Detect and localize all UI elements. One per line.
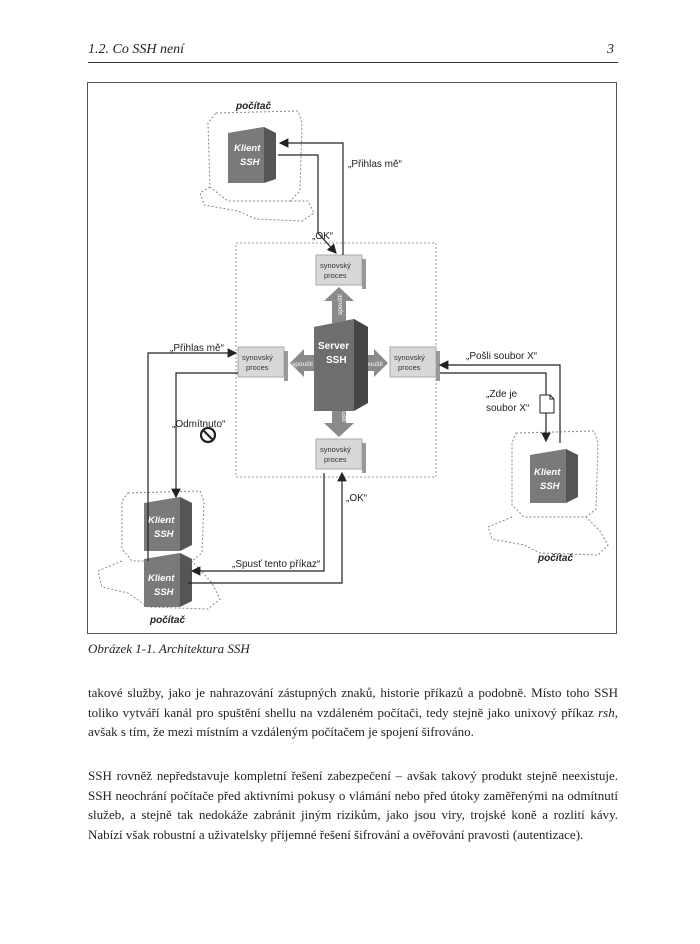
here-is-file-label: soubor X“ [486,403,529,414]
ok-label-top: „OK“ [312,231,333,242]
child-process-left: synovský proces [237,346,288,381]
flow-bottom: „OK“ „Spusť tento příkaz“ [188,471,367,584]
svg-text:proces: proces [398,363,421,372]
flow-top: „Přihlas mě“ „OK“ [278,138,402,255]
computer-bottom-right: Klient SSH počítač [487,430,609,564]
flow-right: „Pošli soubor X“ „Zde je soubor X“ [438,351,561,443]
svg-text:proces: proces [324,455,347,464]
client-ssh-box: Klient SSH [228,127,276,183]
spawn-arrow-up: spouští [324,287,354,323]
ok-label-bottom: „OK“ [346,493,367,504]
svg-text:synovský: synovský [242,353,273,362]
ssh-architecture-diagram: počítač Klient SSH Klient SSH Klient SSH… [97,101,609,626]
computer-label: počítač [537,553,573,564]
svg-text:SSH: SSH [154,529,175,540]
child-process-right: synovský proces [389,346,440,381]
spawn-arrow-right: spouští [362,349,388,377]
spawn-arrow-left: spouští [290,349,316,377]
login-request-label: „Přihlas mě“ [348,159,402,170]
send-file-label: „Pošli soubor X“ [466,351,537,362]
svg-text:Server: Server [318,341,349,352]
child-process-bottom: synovský proces [315,438,366,473]
computer-bottom-left: Klient SSH Klient SSH počítač [97,490,221,626]
computer-label: počítač [149,615,185,626]
svg-text:synovský: synovský [320,261,351,270]
svg-text:Klient: Klient [148,515,175,526]
svg-text:Klient: Klient [534,467,561,478]
flow-left: „Přihlas mě“ „Odmítnuto“ [147,343,238,561]
server-ssh-box: Server SSH [314,319,368,411]
child-process-top: synovský proces [315,254,366,289]
svg-text:SSH: SSH [240,157,261,168]
svg-text:proces: proces [246,363,269,372]
svg-text:SSH: SSH [154,587,175,598]
run-command-label: „Spusť tento příkaz“ [232,559,320,570]
section-title: 1.2. Co SSH není [88,42,185,57]
svg-text:Klient: Klient [148,573,175,584]
client-ssh-box-upper: Klient SSH [144,497,192,551]
figure-caption: Obrázek 1-1. Architektura SSH [88,641,250,656]
svg-text:spouští: spouští [292,361,313,368]
svg-text:SSH: SSH [540,481,561,492]
svg-text:Klient: Klient [234,143,261,154]
architecture-figure: počítač Klient SSH Klient SSH Klient SSH… [87,82,617,634]
here-is-file-label: „Zde je [486,389,518,400]
svg-text:proces: proces [324,271,347,280]
svg-text:spouští: spouští [337,294,344,315]
prohibited-icon [199,426,217,444]
client-ssh-box-lower: Klient SSH [144,553,192,607]
rejected-label: „Odmítnuto“ [172,419,225,430]
svg-text:spouští: spouští [362,361,383,368]
computer-label: počítač [235,101,271,112]
spawn-arrow-down: spouští [324,397,354,437]
computer-top: počítač Klient SSH [199,101,315,222]
svg-text:synovský: synovský [320,445,351,454]
file-icon [539,394,555,414]
body-paragraph-2: SSH rovněž nepředstavuje kompletní řešen… [88,768,618,842]
running-header: 1.2. Co SSH není 3 [88,42,618,63]
svg-text:SSH: SSH [326,355,347,366]
svg-text:synovský: synovský [394,353,425,362]
page-number: 3 [607,42,614,57]
body-paragraph-1: takové služby, jako je nahrazování zástu… [88,685,618,739]
client-ssh-box: Klient SSH [530,449,578,503]
login-request-label: „Přihlas mě“ [170,343,224,354]
svg-text:spouští: spouští [340,401,347,422]
